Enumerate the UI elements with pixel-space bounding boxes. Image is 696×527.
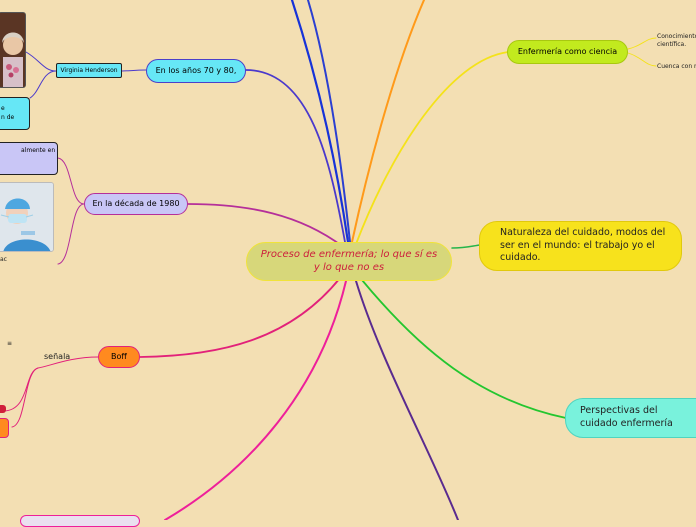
topic-decada-1980[interactable]: En la década de 1980	[84, 193, 188, 215]
subtopic-cut-cyan-line1: e	[1, 105, 5, 113]
topic-perspectivas-cuidado[interactable]: Perspectivas del cuidado enfermería	[565, 398, 696, 438]
topic-enfermeria-ciencia-label: Enfermería como ciencia	[517, 47, 618, 56]
topic-decada-1980-label: En la década de 1980	[92, 199, 180, 208]
dash-glyph: ≡	[7, 340, 13, 347]
topic-perspectivas-cuidado-label: Perspectivas del cuidado enfermería	[580, 405, 673, 429]
caption-ac: ac	[0, 256, 7, 263]
subtopic-virginia-henderson-label: Virginia Henderson	[60, 66, 118, 74]
portrait-image	[0, 12, 26, 88]
subtopic-cut-orange[interactable]	[0, 418, 9, 438]
topic-naturaleza-cuidado[interactable]: Naturaleza del cuidado, modos del ser en…	[479, 221, 682, 271]
topic-anios-70-80[interactable]: En los años 70 y 80,	[146, 59, 246, 83]
label-conocimiento: Conocimiento científica.	[657, 33, 696, 48]
nurse-image	[0, 182, 54, 252]
subtopic-cut-lavender[interactable]: almente en	[0, 142, 58, 175]
central-topic-label: Proceso de enfermería; lo que sí es y lo…	[260, 249, 438, 273]
subtopic-virginia-henderson[interactable]: Virginia Henderson	[56, 63, 122, 78]
subtopic-cut-red-marker	[0, 405, 6, 413]
topic-bottom-cut[interactable]	[20, 515, 140, 527]
label-senala: señala	[44, 352, 71, 361]
subtopic-cut-cyan[interactable]: e n de	[0, 97, 30, 130]
topic-enfermeria-ciencia[interactable]: Enfermería como ciencia	[507, 40, 628, 64]
topic-boff[interactable]: Boff	[98, 346, 140, 368]
central-topic[interactable]: Proceso de enfermería; lo que sí es y lo…	[246, 242, 452, 281]
subtopic-cut-lavender-label: almente en	[21, 147, 56, 154]
topic-naturaleza-cuidado-label: Naturaleza del cuidado, modos del ser en…	[500, 226, 666, 264]
subtopic-cut-cyan-line2: n de	[1, 113, 15, 121]
topic-anios-70-80-label: En los años 70 y 80,	[155, 66, 237, 75]
label-cuenca: Cuenca con m	[657, 63, 696, 70]
topic-boff-label: Boff	[111, 352, 127, 361]
